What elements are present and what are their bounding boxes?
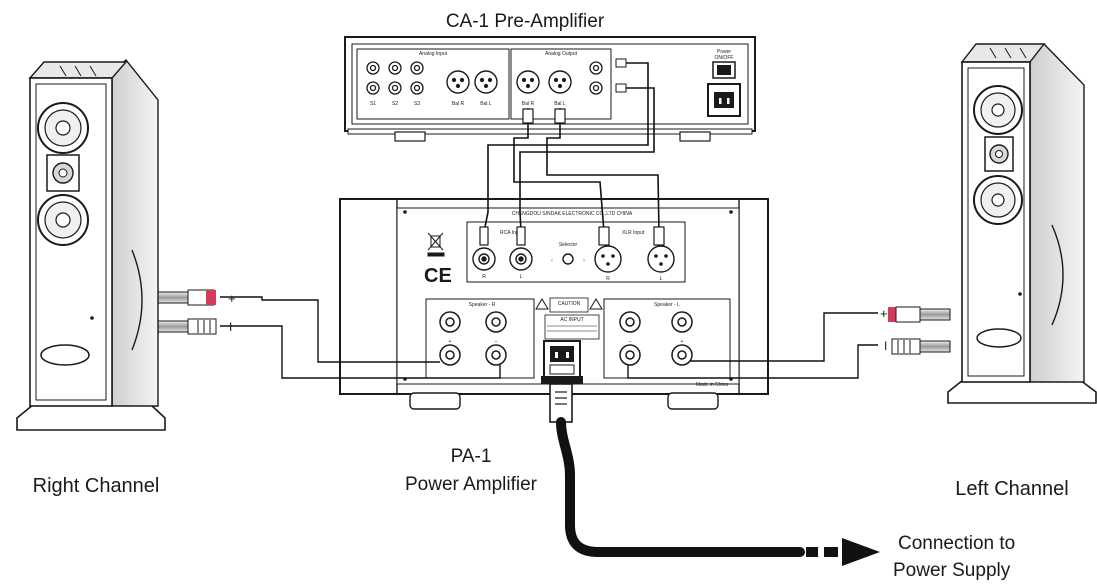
left-minus-sign: I xyxy=(884,339,887,353)
input-bal-l-label: Bal L xyxy=(480,101,492,107)
output-bal-l-label: Bal L xyxy=(554,101,566,107)
xlr-l-mark: L xyxy=(660,276,663,282)
power-cable xyxy=(541,376,880,566)
xlr-input-label: XLR Input xyxy=(622,230,645,236)
ac-input-label: AC INPUT xyxy=(560,317,583,323)
svg-text:–: – xyxy=(495,339,498,345)
caution-box xyxy=(549,297,589,313)
rca-l-mark: L xyxy=(520,274,523,280)
caution-label: CAUTION xyxy=(558,301,581,307)
right-plus-sign: + xyxy=(228,291,236,306)
preamp-ac-inlet xyxy=(714,92,734,108)
left-speaker xyxy=(947,43,1097,404)
input-bal-r-label: Bal R xyxy=(452,101,465,107)
svg-text:+: + xyxy=(681,339,684,345)
xlr-output-jacks xyxy=(516,70,572,94)
svg-text:›: › xyxy=(583,258,585,264)
selector-label: Selector xyxy=(559,242,578,248)
amp-foot xyxy=(667,392,719,410)
speaker-r-panel xyxy=(425,298,535,379)
right-speaker xyxy=(16,58,166,431)
signal-cables xyxy=(483,62,660,233)
banana-plugs-left xyxy=(888,306,951,355)
selector-switch[interactable] xyxy=(562,253,574,265)
xlr-r-mark: R xyxy=(606,276,610,282)
preamp-foot xyxy=(679,131,711,142)
speaker-wires-right xyxy=(220,296,501,379)
ac-input-box xyxy=(544,314,600,340)
svg-text:‹: ‹ xyxy=(551,258,553,264)
preamp-foot xyxy=(394,131,426,142)
power-plug-collar xyxy=(541,376,583,384)
input-s3-label: S3 xyxy=(414,101,420,107)
analog-input-heading: Analog Input xyxy=(419,51,448,57)
weee-bin-icon xyxy=(427,232,445,257)
speaker-wires-left xyxy=(627,312,878,379)
input-s1-label: S1 xyxy=(370,101,376,107)
left-channel-label: Left Channel xyxy=(955,478,1068,500)
analog-output-heading: Analog Output xyxy=(545,51,578,57)
signal-plugs xyxy=(479,58,665,246)
speaker-l-heading: Speaker - L xyxy=(654,302,680,308)
xlr-input-jacks xyxy=(446,70,498,94)
amp-foot xyxy=(409,392,461,410)
power-on-off-label: ON/OFF xyxy=(715,55,734,61)
rca-output-jacks xyxy=(589,61,603,95)
left-plus-sign: + xyxy=(880,306,888,321)
arrow-icon xyxy=(842,538,880,566)
speaker-r-terminals xyxy=(439,311,507,366)
amp-input-panel xyxy=(466,221,686,283)
preamp-unit: Analog Input S1 S2 S3 Bal R Bal L Analog… xyxy=(344,36,756,142)
output-bal-r-label: Bal R xyxy=(522,101,535,107)
made-in-label: Made in China xyxy=(696,382,728,388)
input-s2-label: S2 xyxy=(392,101,398,107)
rca-input-jacks xyxy=(366,61,424,95)
power-amp-name: Power Amplifier xyxy=(405,474,538,495)
speaker-r-heading: Speaker - R xyxy=(469,302,496,308)
right-channel-label: Right Channel xyxy=(33,475,160,497)
warning-triangle-icon xyxy=(535,298,603,310)
rca-r-mark: R xyxy=(482,274,486,280)
power-heading: Power xyxy=(717,49,732,55)
maker-text: CHENGDOU SINDAK ELECTRONIC CO.,LTD CHINA xyxy=(512,211,633,217)
banana-plugs-right xyxy=(157,289,217,335)
power-switch-rocker xyxy=(717,65,731,75)
speaker-l-terminals xyxy=(619,311,693,366)
right-minus-sign: I xyxy=(229,320,232,334)
xlr-input-jack-l xyxy=(647,245,675,273)
xlr-input-jack-r xyxy=(594,245,622,273)
power-amp-model: PA-1 xyxy=(451,446,492,467)
supply-label-line1: Connection to xyxy=(898,533,1015,554)
power-plug xyxy=(549,383,573,423)
speaker-l-panel xyxy=(603,298,731,379)
svg-text:–: – xyxy=(629,339,632,345)
preamp-title: CA-1 Pre-Amplifier xyxy=(446,11,605,32)
svg-text:+: + xyxy=(449,339,452,345)
supply-label-line2: Power Supply xyxy=(893,560,1011,581)
rca-input-label: RCA Input xyxy=(500,230,523,236)
ce-mark: CE xyxy=(424,265,452,287)
